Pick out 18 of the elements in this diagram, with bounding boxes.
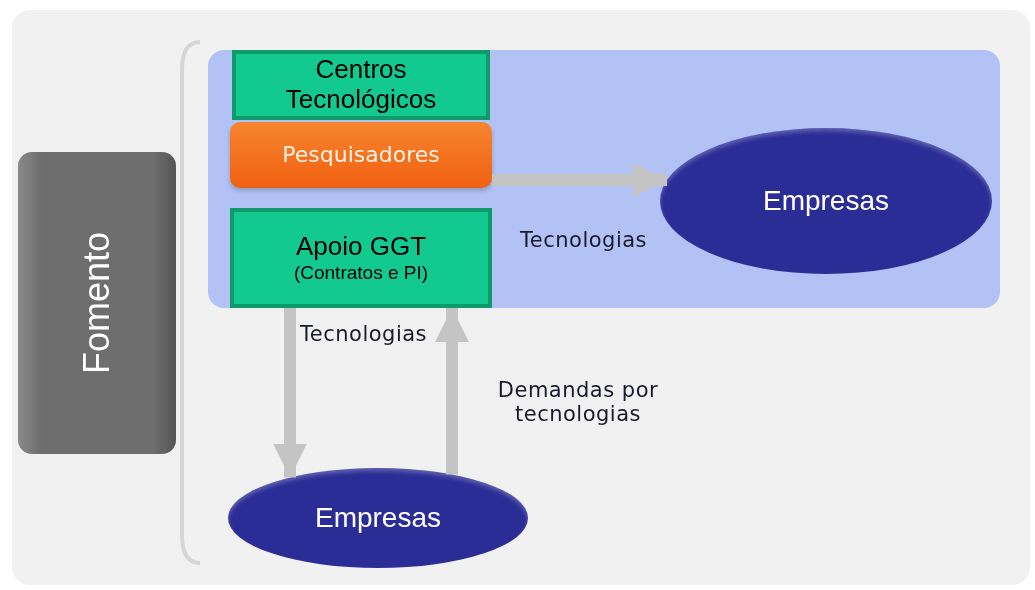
node-text: Empresas: [762, 184, 889, 218]
block-arrow: [492, 163, 667, 197]
node-text: Empresas: [314, 501, 441, 535]
block-arrow: [435, 308, 469, 475]
edge-label: Tecnologias: [300, 322, 428, 347]
process-box: [230, 122, 492, 188]
box-text: Pesquisadores: [282, 142, 440, 168]
panel-background: [208, 50, 1000, 308]
edge-label: Tecnologias: [520, 228, 648, 253]
label-box: [18, 152, 176, 454]
block-arrow: [273, 308, 307, 478]
box-text: Apoio GGT: [295, 232, 427, 262]
vertical-text: Fomento: [76, 231, 118, 375]
edge-label: Demandas por tecnologias: [496, 378, 660, 427]
subtitle-text: (Contratos e PI): [293, 262, 429, 284]
process-box: [230, 208, 492, 308]
process-box: [232, 50, 490, 120]
box-text: Centros Tecnológicos: [284, 55, 438, 115]
